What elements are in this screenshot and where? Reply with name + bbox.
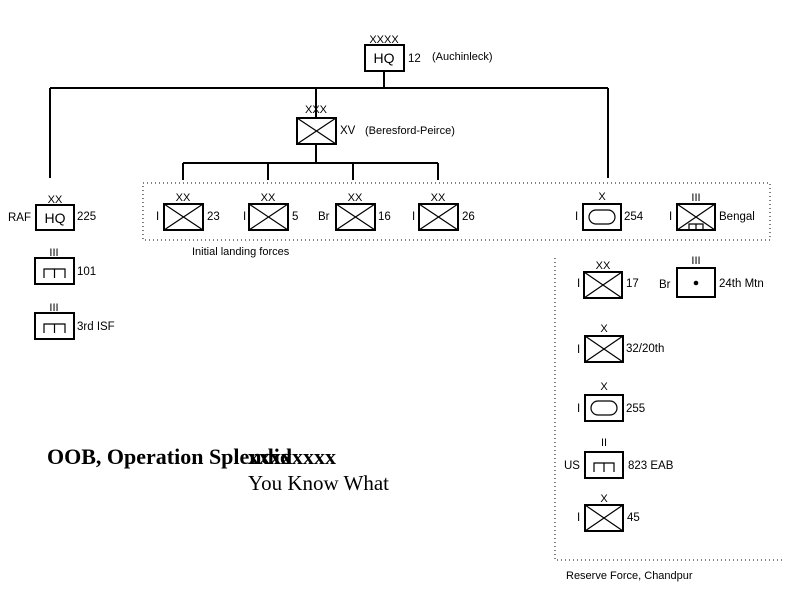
unit-prefix: Br <box>318 211 330 223</box>
unit-size: XX <box>596 260 611 272</box>
unit-div-17: XX I 17 <box>577 260 639 299</box>
infantry-cross-icon <box>584 335 624 363</box>
unit-prefix: I <box>577 403 580 415</box>
unit-size: XX <box>48 194 63 206</box>
unit-name: XV <box>340 125 356 137</box>
unit-size: XXX <box>305 104 328 116</box>
infantry-cross-icon <box>335 203 376 231</box>
diagram-subtitle: You Know What <box>248 471 389 495</box>
unit-name: 101 <box>77 266 96 278</box>
unit-size: XX <box>176 192 191 204</box>
unit-prefix: I <box>156 211 159 223</box>
armour-oval-icon <box>590 400 618 416</box>
infantry-cross-icon <box>676 203 716 231</box>
infantry-cross-icon <box>296 117 337 145</box>
unit-name: 225 <box>77 211 96 223</box>
engineer-icon <box>688 223 704 230</box>
unit-24th-mtn: III Br 24th Mtn <box>659 255 764 298</box>
unit-div-26: XX I 26 <box>412 192 475 231</box>
unit-size: XX <box>261 192 276 204</box>
unit-prefix: I <box>575 211 578 223</box>
mountain-symbol <box>676 267 716 298</box>
unit-name: 5 <box>292 211 298 223</box>
unit-name: 24th Mtn <box>719 278 764 290</box>
unit-hq-12: XXXX HQ 12 (Auchinleck) <box>364 34 493 72</box>
unit-name: 32/20th <box>626 343 664 355</box>
unit-size: II <box>601 437 607 449</box>
connector-lines <box>49 72 609 180</box>
armour-oval-icon <box>588 209 616 225</box>
reserve-force-label: Reserve Force, Chandpur <box>566 570 693 582</box>
infantry-cross-icon <box>584 504 624 532</box>
unit-size: III <box>691 192 700 204</box>
hq-symbol <box>364 44 405 72</box>
hq-symbol <box>35 204 75 231</box>
unit-size: III <box>691 255 700 267</box>
unit-size: III <box>49 302 58 314</box>
unit-name: 45 <box>627 512 640 524</box>
unit-name: 3rd ISF <box>77 321 115 333</box>
unit-bde-255: X I 255 <box>577 381 645 422</box>
unit-div-23: XX I 23 <box>156 192 220 231</box>
unit-note: (Auchinleck) <box>432 51 493 63</box>
unit-prefix: I <box>243 211 246 223</box>
unit-size: X <box>600 381 608 393</box>
unit-size: X <box>600 493 608 505</box>
unit-prefix: I <box>412 211 415 223</box>
infantry-cross-icon <box>163 203 204 231</box>
unit-size: XXXX <box>369 34 399 46</box>
title-overlay-text: xxxxxxxx <box>248 444 336 469</box>
unit-name: 17 <box>626 278 639 290</box>
unit-prefix: I <box>577 278 580 290</box>
unit-bde-45: X I 45 <box>577 493 640 532</box>
unit-name: 823 EAB <box>628 460 674 472</box>
unit-size: X <box>598 191 606 203</box>
unit-prefix: I <box>577 512 580 524</box>
unit-bde-32-20th: X I 32/20th <box>577 323 664 363</box>
unit-size: XX <box>348 192 363 204</box>
unit-823-eab: II US 823 EAB <box>564 437 674 479</box>
unit-101: III 101 <box>34 247 96 285</box>
unit-3rd-isf: III 3rd ISF <box>34 302 115 340</box>
infantry-cross-icon <box>418 203 459 231</box>
unit-name: 23 <box>207 211 220 223</box>
hq-symbol-label: HQ <box>45 210 66 226</box>
mountain-dot-icon <box>693 280 699 286</box>
unit-size: X <box>600 323 608 335</box>
unit-prefix: Br <box>659 279 671 291</box>
unit-prefix: US <box>564 460 580 472</box>
unit-name: 16 <box>378 211 391 223</box>
unit-name: 254 <box>624 211 644 223</box>
unit-name: 26 <box>462 211 475 223</box>
hq-symbol-label: HQ <box>374 50 395 66</box>
engineer-icon <box>43 268 66 278</box>
initial-landing-forces-label: Initial landing forces <box>192 246 290 258</box>
unit-div-5: XX I 5 <box>243 192 298 231</box>
unit-xv-corps: XXX XV (Beresford-Peirce) <box>296 104 455 145</box>
unit-bde-254: X I 254 <box>575 191 644 231</box>
unit-prefix: I <box>577 344 580 356</box>
engineer-icon <box>43 323 66 333</box>
infantry-cross-icon <box>248 203 289 231</box>
unit-prefix: I <box>669 211 672 223</box>
unit-name: 255 <box>626 403 645 415</box>
unit-div-16: XX Br 16 <box>318 192 391 231</box>
infantry-cross-icon <box>583 271 623 299</box>
unit-bengal: III I Bengal <box>669 192 755 231</box>
unit-raf-hq-225: XX RAF HQ 225 <box>8 194 96 231</box>
unit-size: III <box>49 247 58 259</box>
diagram-title: OOB, Operation Splendid <box>47 444 292 469</box>
unit-note: (Beresford-Peirce) <box>365 125 455 137</box>
engineer-icon <box>593 462 615 472</box>
unit-prefix: RAF <box>8 212 31 224</box>
reserve-force-group-boundary <box>554 258 782 561</box>
unit-size: XX <box>431 192 446 204</box>
armour-symbol <box>584 394 624 422</box>
unit-name: 12 <box>408 53 421 65</box>
unit-name: Bengal <box>719 211 755 223</box>
